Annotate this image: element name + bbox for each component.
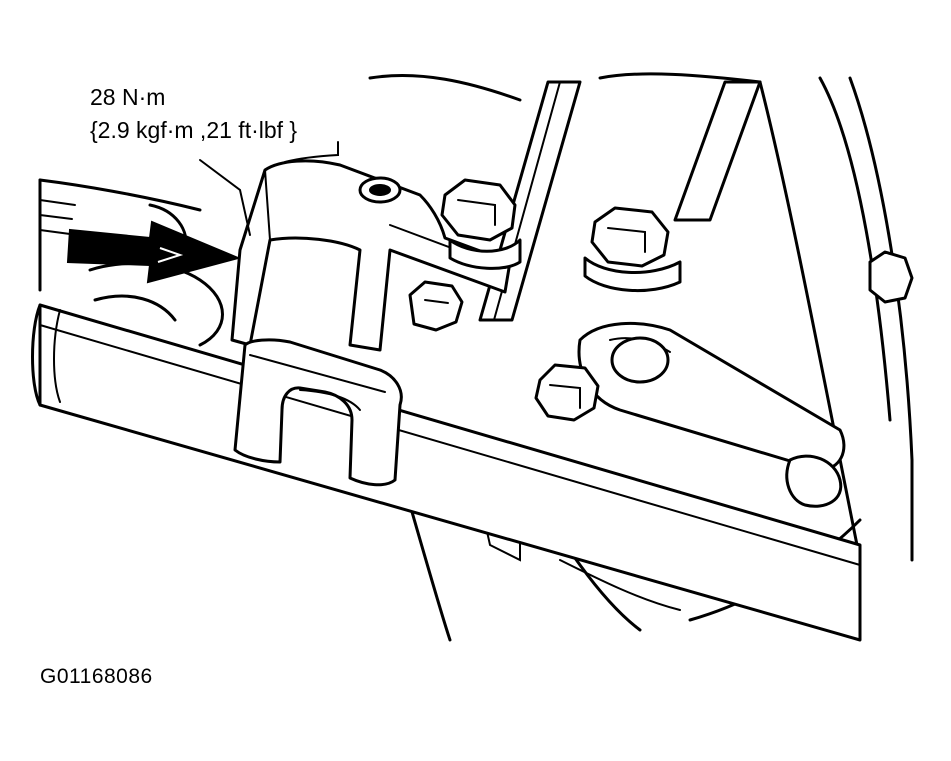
torque-leader: [199, 141, 339, 236]
bolt-far-right: [868, 250, 914, 304]
link-rod: [577, 321, 846, 508]
figure-code: G01168086: [40, 665, 153, 688]
main-pipe: [31, 303, 862, 642]
torque-value-metric: 28 N·m: [90, 84, 166, 110]
torque-value-conversions: {2.9 kgf·m ,21 ft·lbf }: [90, 117, 298, 143]
pipe-clamp: [233, 338, 403, 487]
bolt-upper: [440, 178, 522, 270]
nut-left: [408, 280, 464, 332]
bolt-lower: [534, 363, 600, 422]
bolt-right: [583, 206, 682, 292]
mounting-bracket: [230, 159, 512, 352]
direction-arrow-icon: [66, 220, 242, 284]
